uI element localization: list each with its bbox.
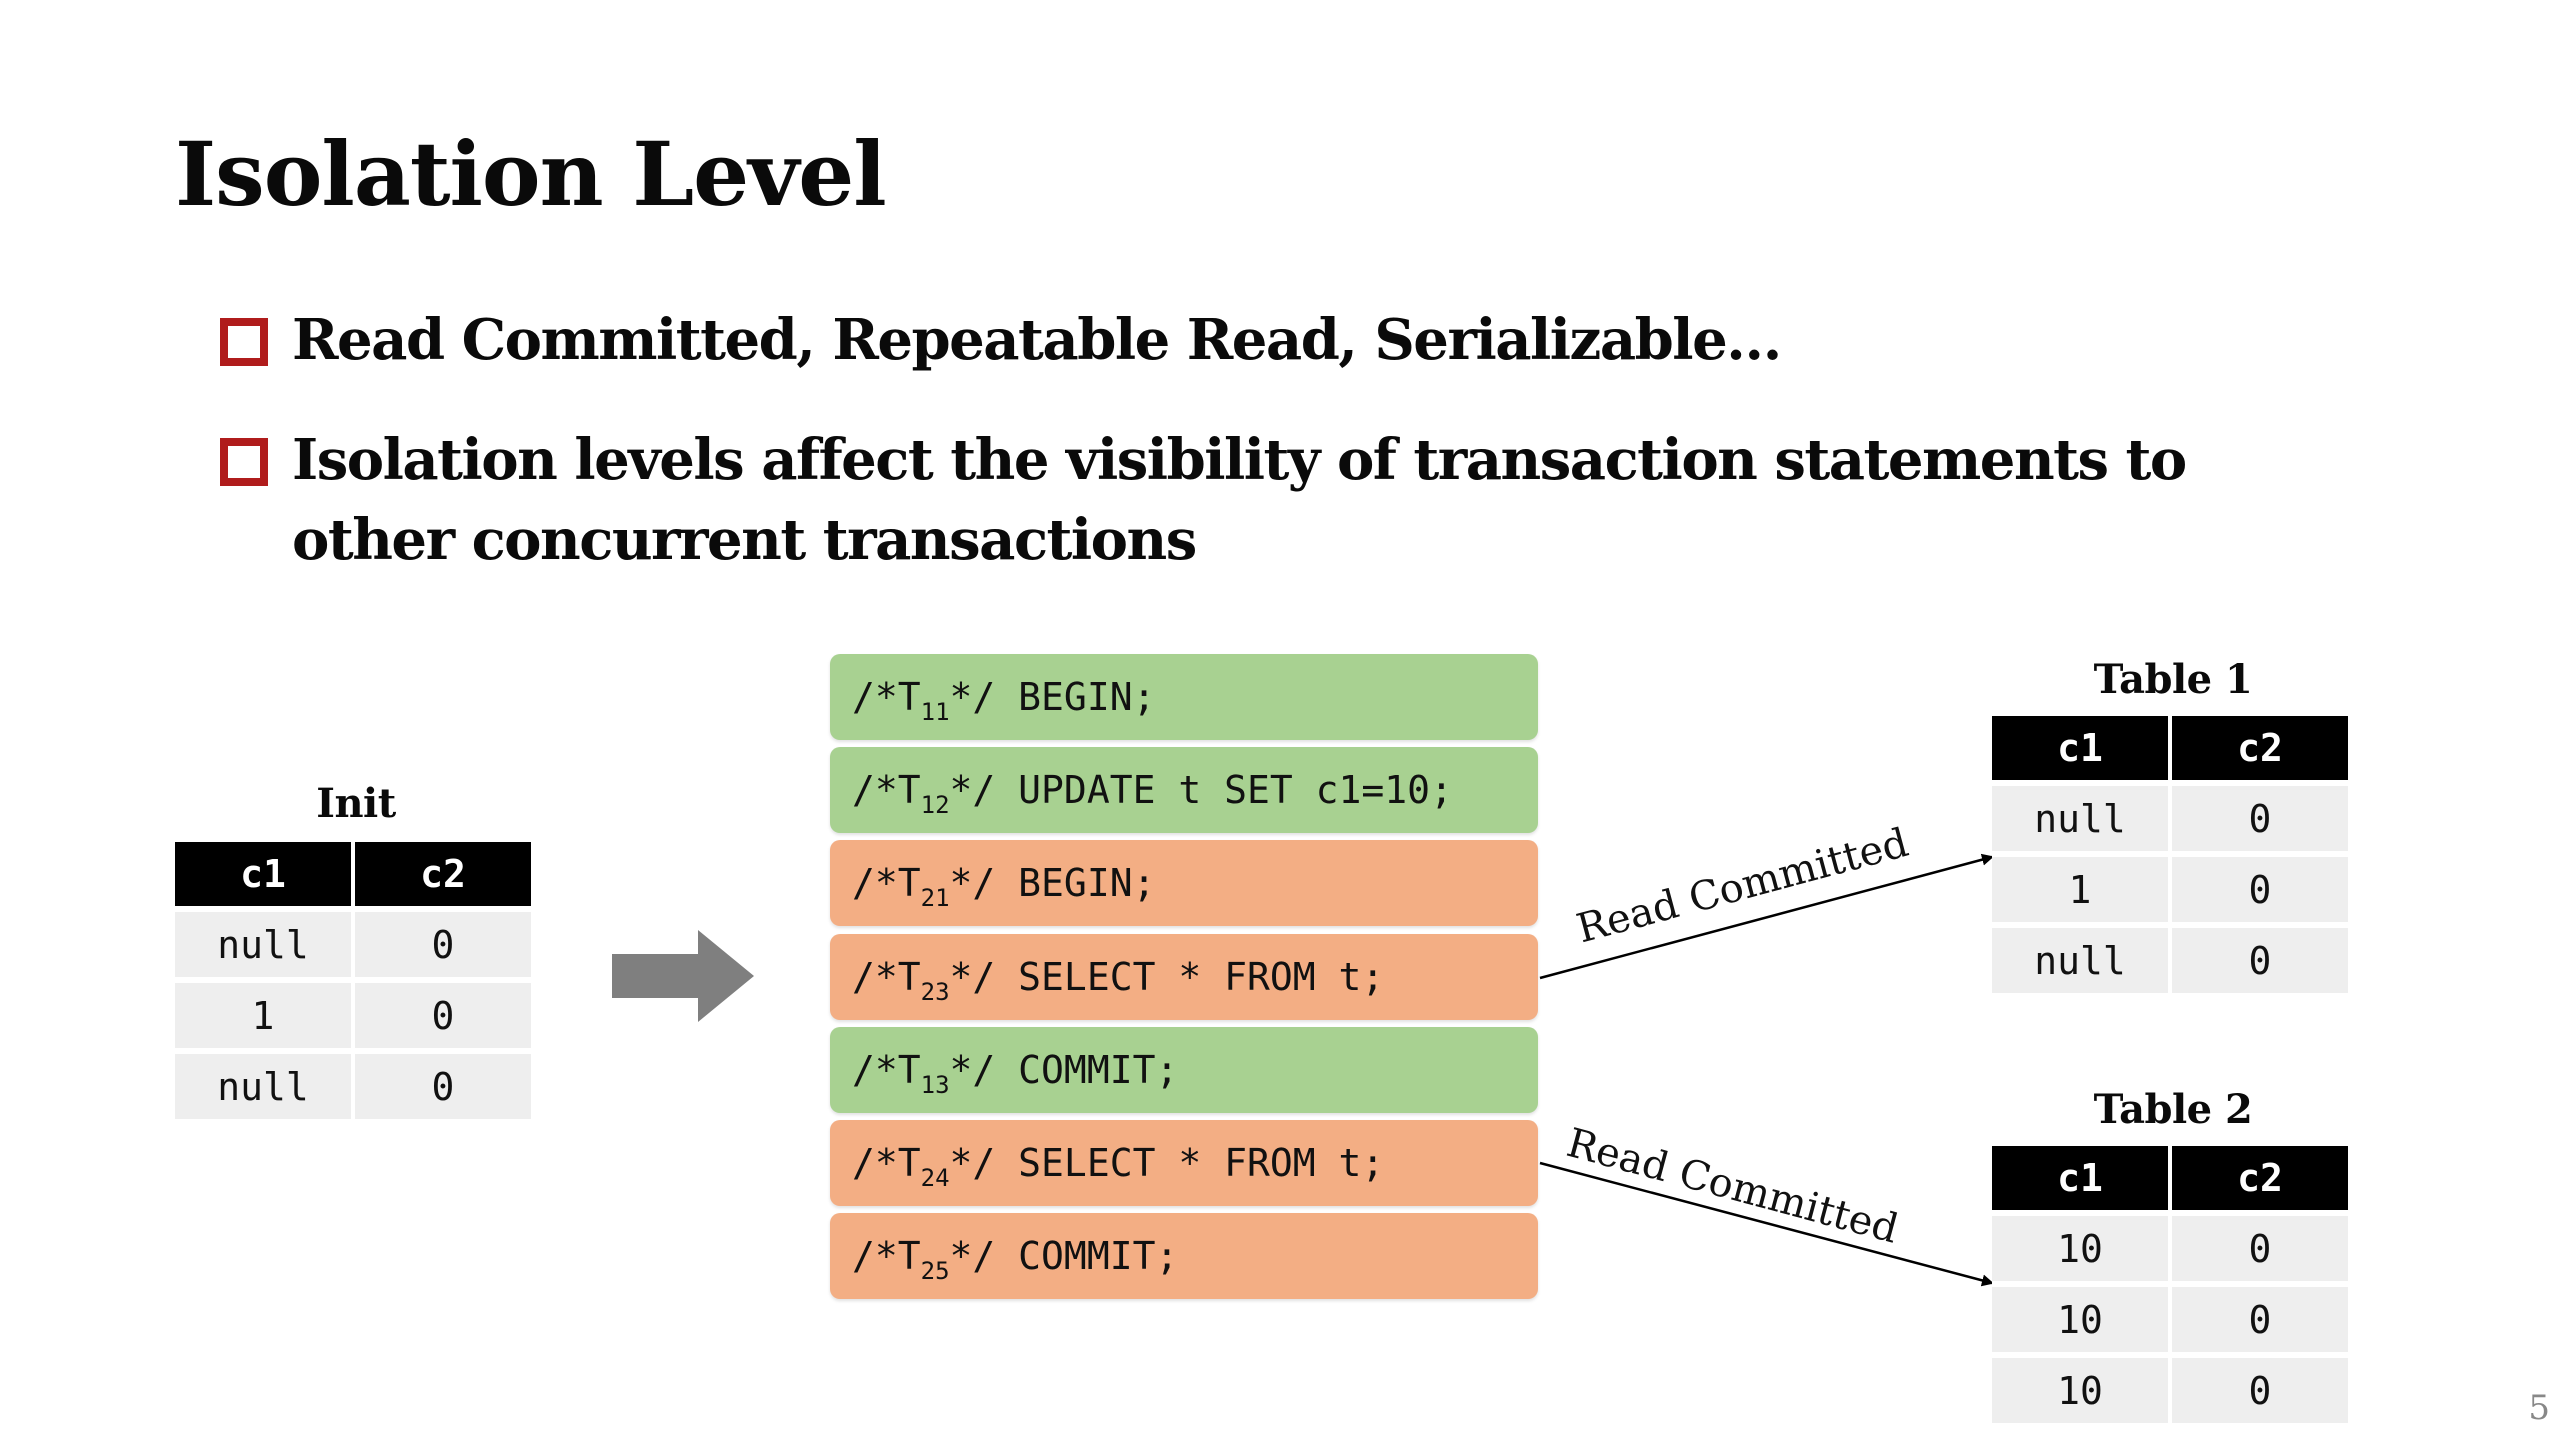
table-row: null 0 (1992, 928, 2348, 999)
table-cell: null (1992, 786, 2168, 857)
table-cell: 0 (2172, 928, 2348, 999)
table-cell: 10 (1992, 1358, 2168, 1429)
right-arrow-icon (612, 930, 754, 1022)
init-table: c1 c2 null 0 1 0 null 0 (171, 842, 535, 1125)
table-row: null 0 (175, 912, 531, 983)
table-cell: 0 (2172, 857, 2348, 928)
slide-title: Isolation Level (175, 122, 887, 226)
table-row: null 0 (175, 1054, 531, 1125)
square-bullet-icon (220, 438, 268, 486)
read-committed-arrow-2 (1539, 1161, 1994, 1287)
column-header: c1 (1992, 716, 2168, 786)
result-table-1: c1 c2 null 0 1 0 null 0 (1988, 716, 2352, 999)
statement-block: /*T12*/ UPDATE t SET c1=10; (830, 747, 1538, 833)
result-table-2: c1 c2 10 0 10 0 10 0 (1988, 1146, 2352, 1429)
column-header: c1 (1992, 1146, 2168, 1216)
table-cell: 0 (355, 1054, 531, 1125)
table-2-caption: Table 2 (2093, 1086, 2253, 1133)
statement-block: /*T13*/ COMMIT; (830, 1027, 1538, 1113)
column-header: c1 (175, 842, 351, 912)
statement-block: /*T25*/ COMMIT; (830, 1213, 1538, 1299)
statement-block: /*T21*/ BEGIN; (830, 840, 1538, 926)
table-cell: 0 (355, 912, 531, 983)
table-cell: 0 (355, 983, 531, 1054)
table-cell: null (175, 912, 351, 983)
table-cell: 10 (1992, 1287, 2168, 1358)
table-cell: 10 (1992, 1216, 2168, 1287)
table-row: 10 0 (1992, 1287, 2348, 1358)
table-cell: null (175, 1054, 351, 1125)
table-cell: 0 (2172, 1216, 2348, 1287)
table-row: 1 0 (1992, 857, 2348, 928)
table-row: 1 0 (175, 983, 531, 1054)
init-table-caption: Init (316, 780, 396, 827)
table-row: null 0 (1992, 786, 2348, 857)
column-header: c2 (2172, 716, 2348, 786)
column-header: c2 (2172, 1146, 2348, 1216)
table-cell: 1 (175, 983, 351, 1054)
page-number: 5 (2528, 1388, 2550, 1428)
bullet-text: Read Committed, Repeatable Read, Seriali… (292, 307, 1782, 373)
statement-block: /*T11*/ BEGIN; (830, 654, 1538, 740)
square-bullet-icon (220, 318, 268, 366)
column-header: c2 (355, 842, 531, 912)
table-1-caption: Table 1 (2093, 656, 2253, 703)
statement-block: /*T24*/ SELECT * FROM t; (830, 1120, 1538, 1206)
read-committed-arrow-1 (1539, 853, 1994, 980)
table-cell: 0 (2172, 1358, 2348, 1429)
table-row: 10 0 (1992, 1358, 2348, 1429)
statement-block: /*T23*/ SELECT * FROM t; (830, 934, 1538, 1020)
table-cell: null (1992, 928, 2168, 999)
bullet-text: Isolation levels affect the visibility o… (292, 427, 2187, 573)
table-cell: 1 (1992, 857, 2168, 928)
table-cell: 0 (2172, 1287, 2348, 1358)
table-cell: 0 (2172, 786, 2348, 857)
table-row: 10 0 (1992, 1216, 2348, 1287)
